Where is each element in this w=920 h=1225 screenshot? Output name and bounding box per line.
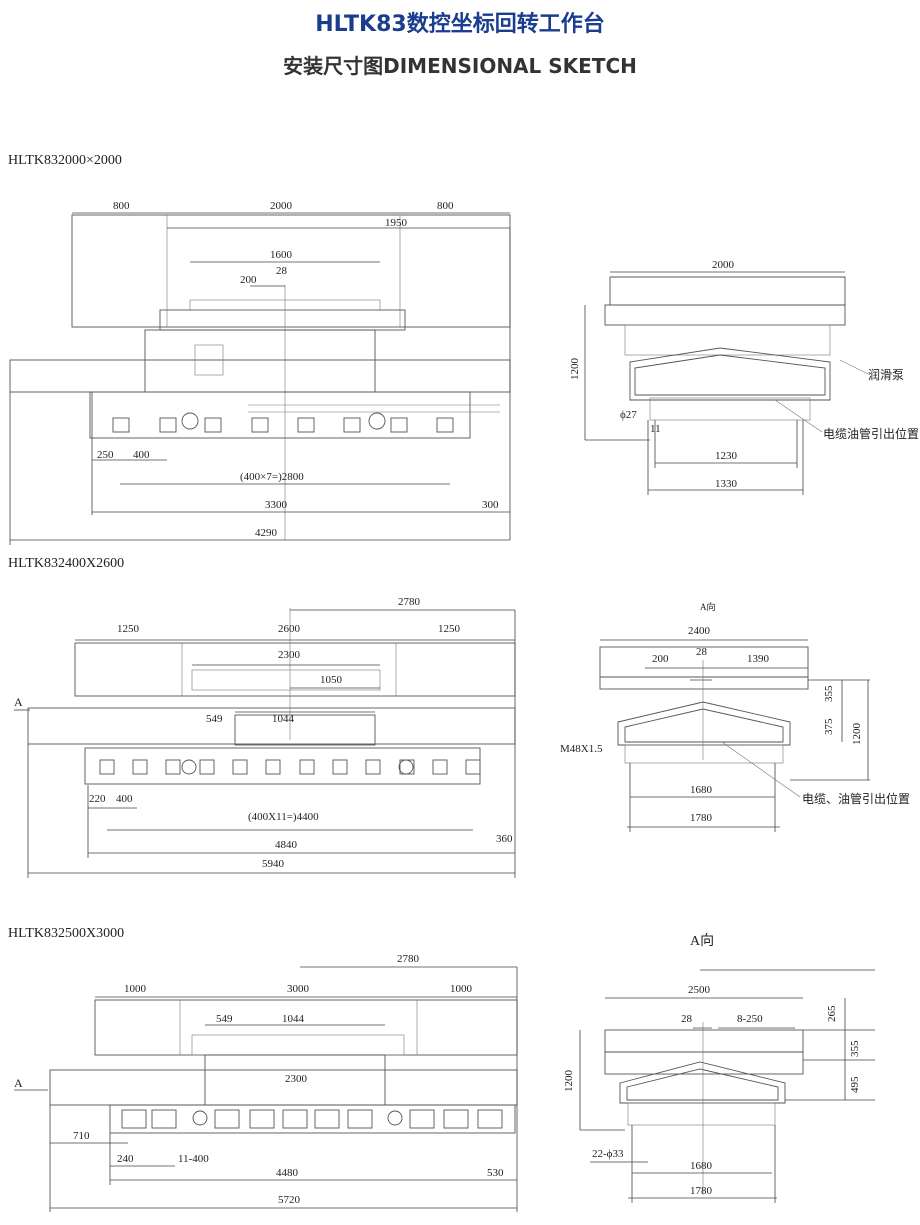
s2-side-label-cable: 电缆、油管引出位置	[802, 791, 910, 806]
s2-side-dim-1390: 1390	[747, 653, 770, 665]
dim-2000: 2000	[270, 200, 293, 212]
s2-dim-360: 360	[496, 833, 513, 845]
s3-dim-3000: 3000	[287, 983, 310, 995]
side1-dim-1230: 1230	[715, 450, 738, 462]
dim-1950: 1950	[385, 217, 408, 229]
s3-dim-2300: 2300	[285, 1073, 308, 1085]
section3-front-view: 2780 1000 3000 1000 549 1044 2300 A 710 …	[14, 953, 518, 1212]
s3-dim-549: 549	[216, 1013, 233, 1025]
s3-dim-1044: 1044	[282, 1013, 305, 1025]
s3-dim-530: 530	[487, 1167, 504, 1179]
side1-label-cable: 电缆油管引出位置	[823, 426, 919, 441]
s2-dim-400: 400	[116, 793, 133, 805]
s2-dim-549: 549	[206, 713, 223, 725]
s3-dim-5720: 5720	[278, 1194, 301, 1206]
section3-side-view: A向 2500 265 28 8-250 355 495 1200 22-ϕ33…	[563, 933, 875, 1203]
side1-dim-1330: 1330	[715, 478, 738, 490]
s2-view-label: A向	[700, 601, 716, 612]
dim-28: 28	[276, 265, 288, 277]
s2-dim-2600: 2600	[278, 623, 301, 635]
dim-4290: 4290	[255, 527, 278, 539]
s2-side-dim-1200: 1200	[851, 723, 863, 746]
page-title: HLTK83数控坐标回转工作台	[315, 12, 605, 37]
section2-front-view: 2780 1250 2600 1250 2300 1050 549 1044 A…	[14, 596, 516, 878]
s2-dim-2300: 2300	[278, 649, 301, 661]
s2-dim-4840: 4840	[275, 839, 298, 851]
s3-dim-11-400: 11-400	[178, 1153, 209, 1165]
dim-200: 200	[240, 274, 257, 286]
model-label-2: HLTK832400X2600	[8, 556, 125, 571]
dim-800-left: 800	[113, 200, 130, 212]
s2-dim-1044: 1044	[272, 713, 295, 725]
dim-250: 250	[97, 449, 114, 461]
s3-side-dim-495: 495	[849, 1076, 861, 1093]
section1-side-view: 2000 1200 ϕ27 11 1230 1330 润滑泵 电缆油管引出位置	[569, 259, 919, 495]
s3-dim-240: 240	[117, 1153, 134, 1165]
s2-arrow-a: A	[14, 695, 23, 709]
s3-side-dim-8-250: 8-250	[737, 1013, 763, 1025]
side1-dim-1200: 1200	[569, 358, 581, 381]
s2-dim-1250-right: 1250	[438, 623, 461, 635]
section2-side-view: A向 2400 200 28 1390 355 375 1200 M48X1.5…	[560, 601, 910, 832]
side1-phi27: ϕ27	[620, 409, 637, 421]
s3-arrow-a: A	[14, 1076, 23, 1090]
side1-label-pump: 润滑泵	[868, 368, 904, 382]
dim-800-right: 800	[437, 200, 454, 212]
model-label-1: HLTK832000×2000	[8, 153, 122, 168]
s3-side-dim-1680: 1680	[690, 1160, 713, 1172]
s3-dim-1000-left: 1000	[124, 983, 147, 995]
side1-dim-2000: 2000	[712, 259, 735, 271]
s2-side-dim-375: 375	[823, 718, 835, 735]
s2-dim-2780: 2780	[398, 596, 421, 608]
s3-dim-1000-right: 1000	[450, 983, 473, 995]
s3-dim-710: 710	[73, 1130, 90, 1142]
s3-side-dim-22-33: 22-ϕ33	[592, 1148, 624, 1160]
model-label-3: HLTK832500X3000	[8, 926, 125, 941]
s2-dim-220: 220	[89, 793, 106, 805]
s2-dim-1250-left: 1250	[117, 623, 140, 635]
s3-side-dim-265: 265	[826, 1005, 838, 1022]
s2-dim-1050: 1050	[320, 674, 343, 686]
dim-300: 300	[482, 499, 499, 511]
s3-dim-4480: 4480	[276, 1167, 299, 1179]
dim-3300: 3300	[265, 499, 288, 511]
s2-side-dim-1680: 1680	[690, 784, 713, 796]
s2-side-m48: M48X1.5	[560, 743, 603, 755]
s3-side-dim-355: 355	[849, 1040, 861, 1057]
section1-front-view: 800 2000 800 1950 1600 200 28 250 400 (4…	[9, 200, 511, 545]
s3-side-dim-2500: 2500	[688, 984, 711, 996]
dim-1600: 1600	[270, 249, 293, 261]
s2-side-dim-1780: 1780	[690, 812, 713, 824]
s2-dim-5940: 5940	[262, 858, 285, 870]
side1-dim-11: 11	[650, 423, 661, 435]
s3-side-dim-1200: 1200	[563, 1070, 575, 1093]
s3-side-dim-1780: 1780	[690, 1185, 713, 1197]
page-subtitle: 安装尺寸图DIMENSIONAL SKETCH	[283, 54, 637, 78]
s2-side-dim-2400: 2400	[688, 625, 711, 637]
s2-side-dim-28: 28	[696, 646, 708, 658]
s2-side-dim-200: 200	[652, 653, 669, 665]
s3-view-label: A向	[690, 933, 714, 949]
dim-2800: (400×7=)2800	[240, 471, 304, 483]
s2-dim-4400: (400X11=)4400	[248, 811, 319, 823]
s2-side-dim-355: 355	[823, 685, 835, 702]
s3-side-dim-28: 28	[681, 1013, 693, 1025]
s3-dim-2780: 2780	[397, 953, 420, 965]
dim-400: 400	[133, 449, 150, 461]
